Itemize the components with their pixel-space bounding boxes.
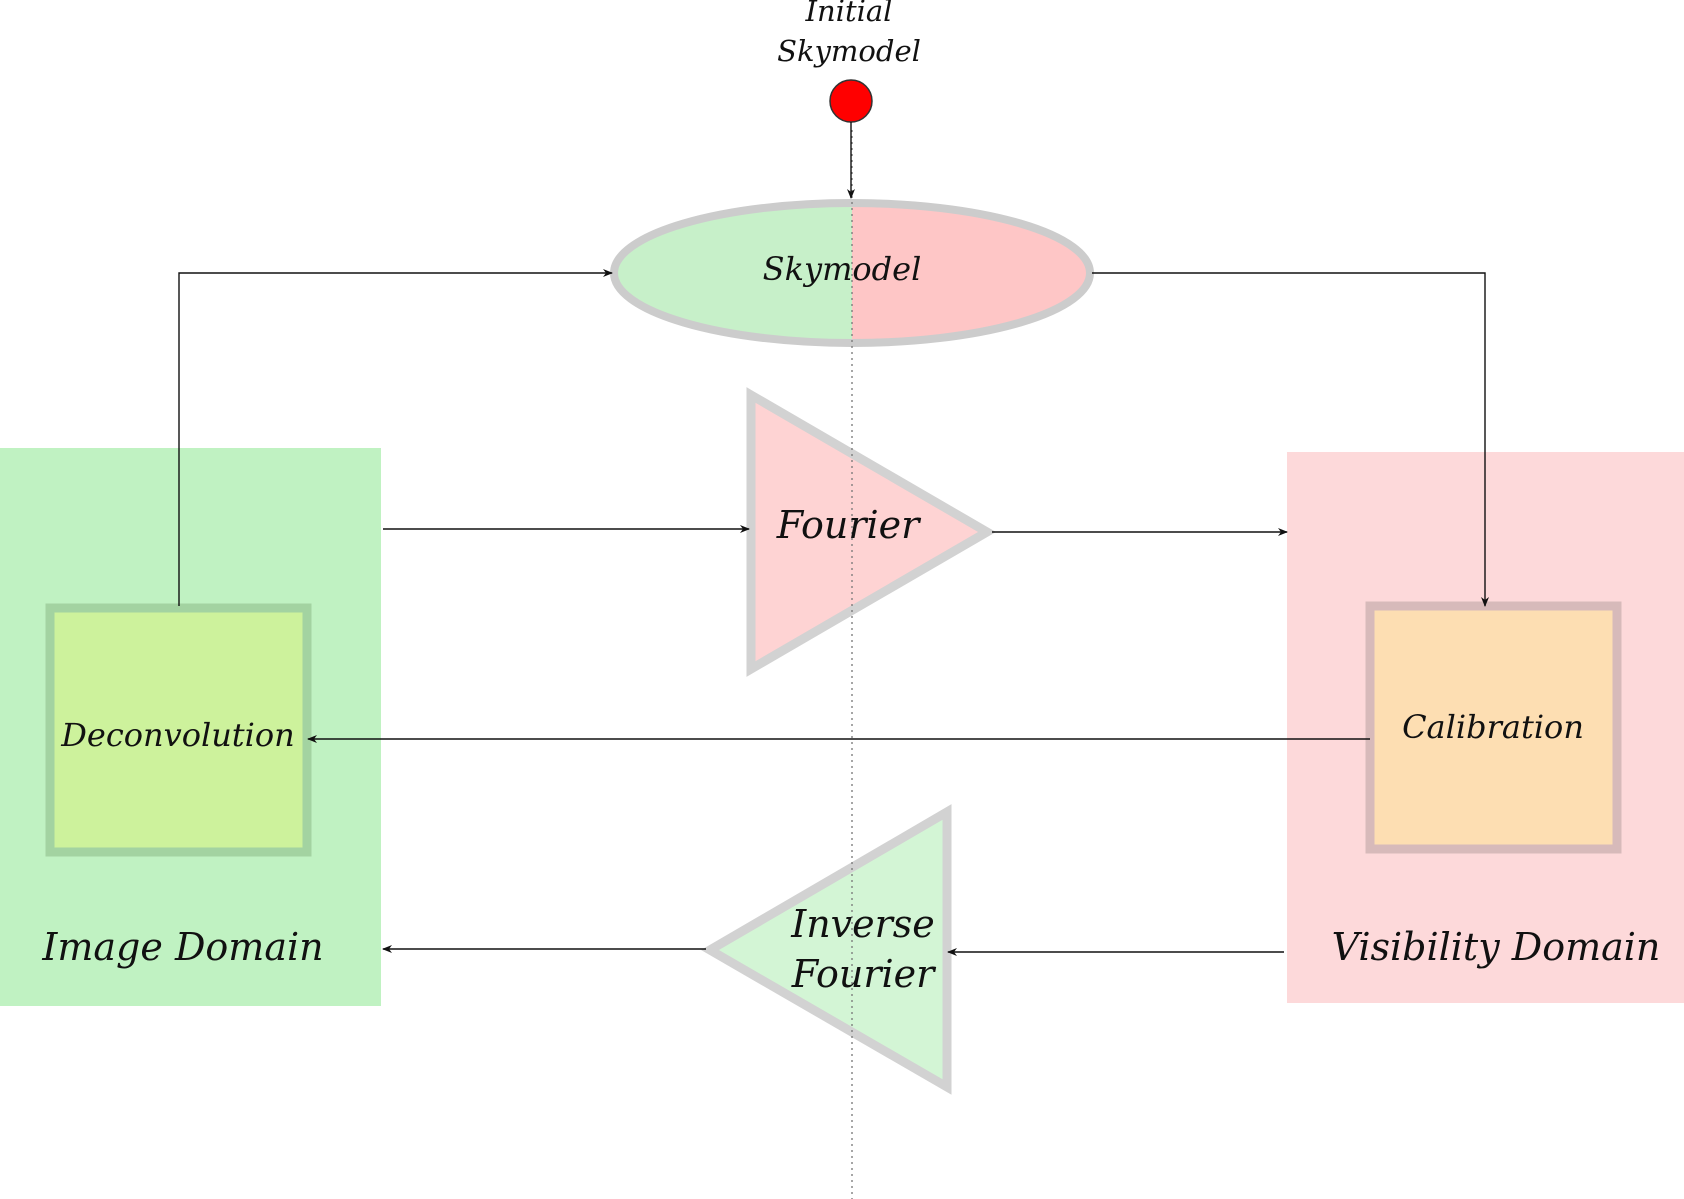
inverse-fourier-node [701, 804, 952, 1095]
inverse-fourier-label-line1: Inverse [790, 902, 935, 946]
initial-skymodel-label-line2: Skymodel [777, 34, 921, 68]
calibration-label: Calibration [1402, 708, 1584, 746]
inverse-fourier-label-line2: Fourier [791, 952, 937, 996]
deconvolution-node [45, 603, 312, 857]
edge-skymodel-to-calibration [1092, 272, 1489, 607]
fourier-label: Fourier [776, 503, 922, 547]
calibration-node [1365, 601, 1622, 854]
initial-skymodel-node [829, 79, 873, 123]
skymodel-label: Skymodel [763, 250, 922, 288]
image-domain-label: Image Domain [41, 925, 323, 969]
fourier-node [746, 387, 996, 677]
edges [178, 122, 1489, 956]
edge-deconvolution-to-skymodel [178, 269, 613, 606]
initial-skymodel-label-line1: Initial [805, 0, 893, 28]
deconvolution-label: Deconvolution [60, 716, 295, 754]
visibility-domain-label: Visibility Domain [1332, 925, 1661, 969]
